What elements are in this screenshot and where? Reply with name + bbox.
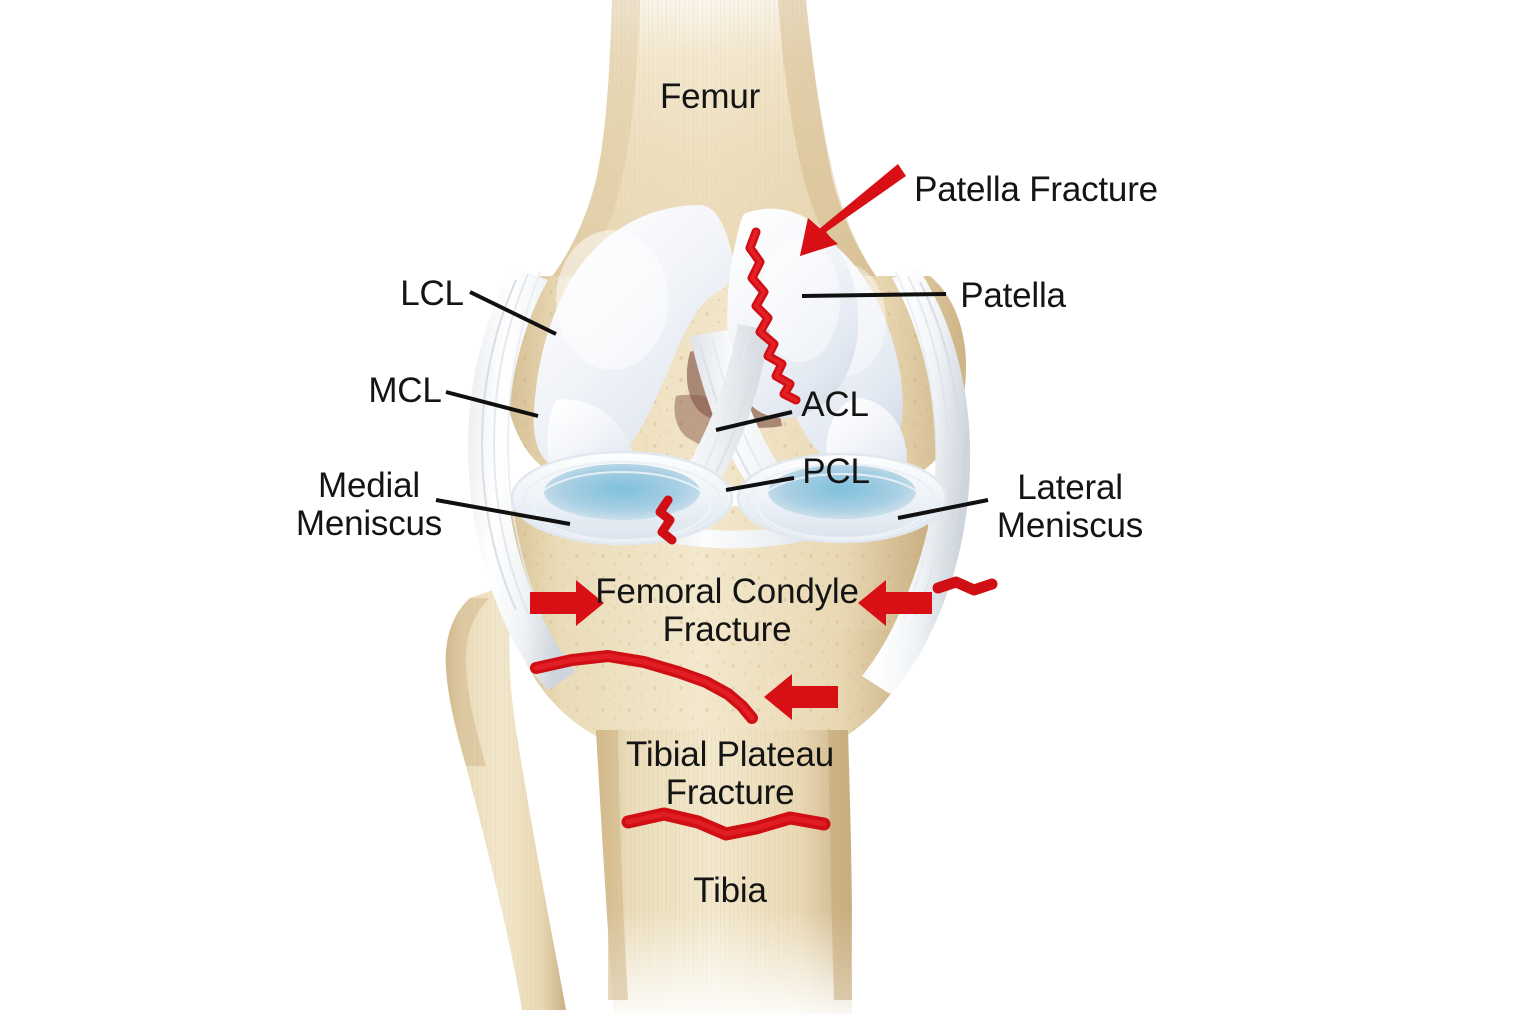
femoral-condyle-arrow-lower [764, 674, 838, 720]
leader-acl [715, 410, 793, 432]
label-pcl: PCL [802, 452, 870, 491]
label-patella-fracture: Patella Fracture [914, 170, 1158, 209]
femoral-condyle-arrow-left [530, 580, 604, 626]
label-medial-meniscus: Medial Meniscus [295, 466, 443, 543]
label-femur: Femur [659, 77, 761, 116]
collateral-ligament-medial [468, 268, 576, 690]
label-mcl: MCL [368, 371, 442, 410]
leader-lateral-meniscus [897, 498, 989, 520]
label-acl: ACL [801, 385, 869, 424]
leader-patella [801, 292, 947, 298]
cruciate-ligaments [628, 324, 848, 549]
medial-meniscus [510, 450, 734, 546]
label-tibial-plateau-fracture: Tibial Plateau Fracture [626, 735, 834, 812]
meniscus-fracture-mark [655, 495, 677, 545]
leader-lcl [469, 290, 557, 336]
patella-fracture-line [745, 227, 801, 405]
fibula-bone [445, 582, 566, 1010]
leader-medial-meniscus [435, 498, 571, 526]
lateral-meniscus [736, 452, 948, 544]
femoral-condyle-fracture-line [530, 650, 758, 724]
label-tibia: Tibia [693, 871, 767, 910]
patella-fracture-arrow [800, 164, 906, 256]
label-patella: Patella [960, 276, 1066, 315]
leader-lines [435, 290, 989, 526]
label-lateral-meniscus: Lateral Meniscus [996, 468, 1144, 545]
label-lcl: LCL [400, 274, 464, 313]
tibial-plateau-fracture-line [621, 807, 831, 841]
label-femoral-condyle-fracture: Femoral Condyle Fracture [595, 572, 859, 649]
leader-pcl [725, 476, 795, 492]
femoral-condyle-arrow-right [858, 580, 932, 626]
leader-mcl [445, 390, 539, 418]
femoral-condyle-fracture-line-lateral [932, 576, 998, 596]
